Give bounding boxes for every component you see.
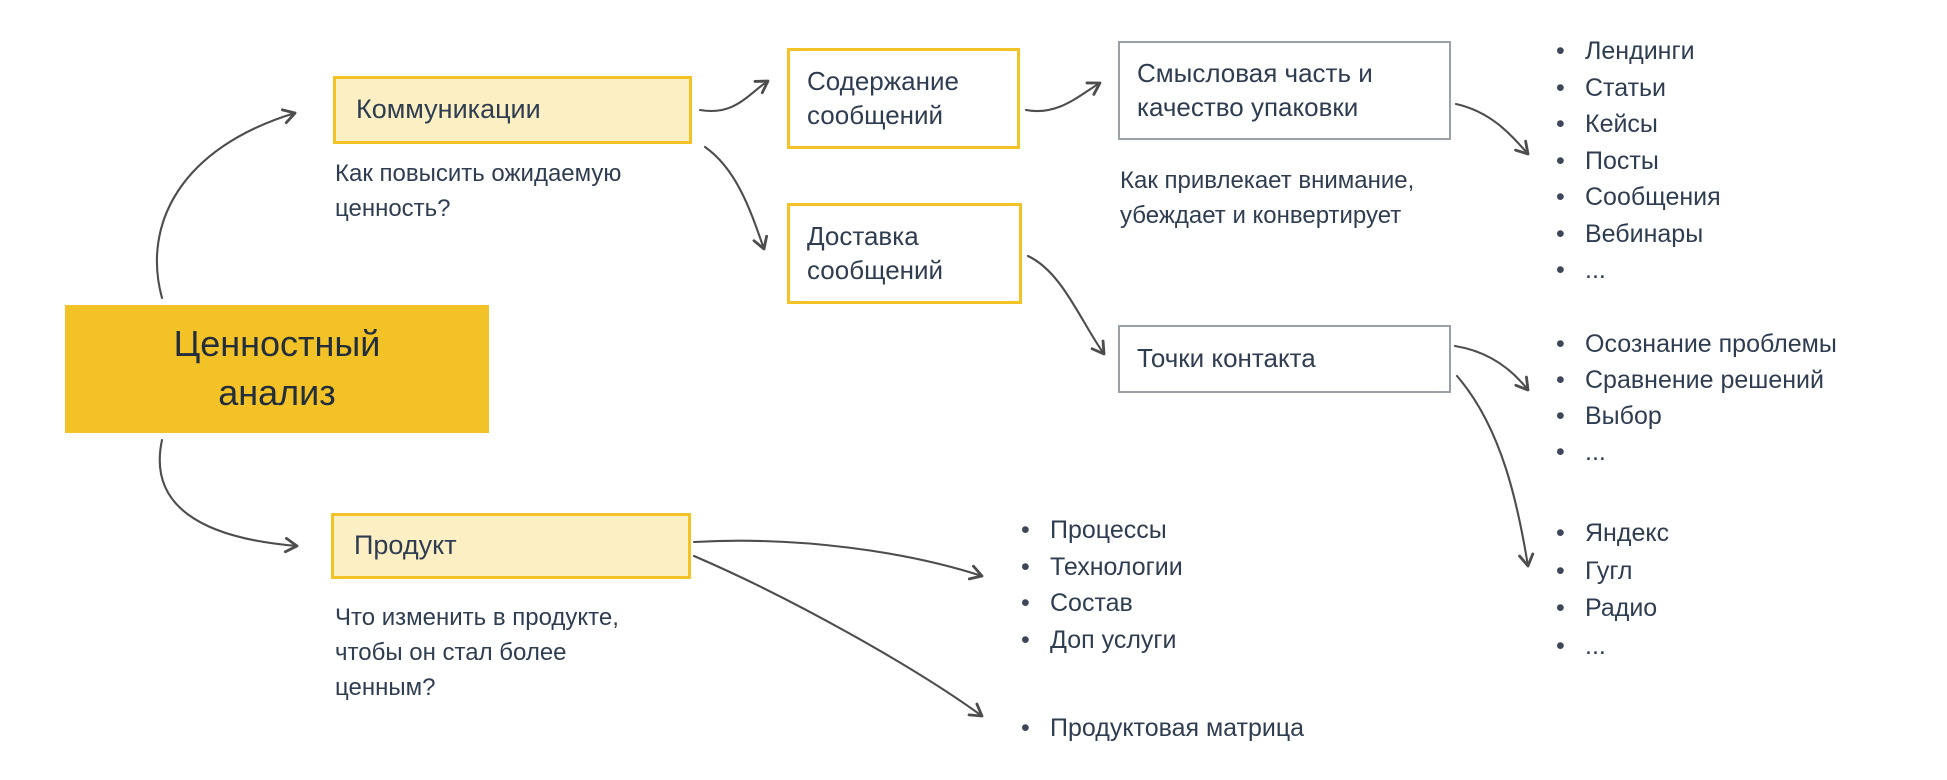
node-label: Доставка сообщений	[807, 220, 944, 285]
arrow-product-to-matrix	[692, 554, 984, 718]
list-item: Яндекс	[1548, 515, 1669, 553]
node-label: Ценностный анализ	[173, 323, 381, 413]
note-meaning-question: Как привлекает внимание, убеждает и конв…	[1120, 167, 1415, 230]
arrow-content-to-meaning	[1024, 81, 1102, 113]
node-communications[interactable]: Коммуникации	[333, 76, 692, 144]
node-meaning-packaging[interactable]: Смысловая часть и качество упаковки	[1118, 41, 1451, 140]
list-item: Статьи	[1548, 70, 1721, 107]
list-funnel-stages: Осознание проблемыСравнение решенийВыбор…	[1548, 326, 1837, 470]
list-item: ...	[1548, 434, 1837, 470]
list-item: Процессы	[1013, 512, 1183, 549]
node-label: Продукт	[354, 530, 457, 561]
list-item: Кейсы	[1548, 106, 1721, 143]
node-value-analysis[interactable]: Ценностный анализ	[65, 305, 489, 433]
list-item: Посты	[1548, 143, 1721, 180]
arrow-communications-to-content	[698, 79, 770, 113]
note-communications-question: Как повысить ожидаемую ценность?	[335, 160, 622, 223]
list-item: Сообщения	[1548, 179, 1721, 216]
node-label: Точки контакта	[1137, 343, 1316, 374]
list-ad-channels: ЯндексГуглРадио...	[1548, 515, 1669, 665]
node-product[interactable]: Продукт	[331, 513, 691, 579]
list-product-matrix: Продуктовая матрица	[1013, 710, 1304, 746]
node-message-content[interactable]: Содержание сообщений	[787, 48, 1020, 149]
node-label: Содержание сообщений	[807, 65, 959, 130]
list-item: Гугл	[1548, 553, 1669, 591]
list-item: Доп услуги	[1013, 622, 1183, 659]
list-item: Технологии	[1013, 549, 1183, 586]
list-item: Сравнение решений	[1548, 362, 1837, 398]
node-label: Коммуникации	[356, 94, 541, 125]
node-message-delivery[interactable]: Доставка сообщений	[787, 203, 1022, 304]
arrow-contact-points-to-stages	[1453, 344, 1530, 392]
list-item: Вебинары	[1548, 216, 1721, 253]
node-label: Смысловая часть и качество упаковки	[1137, 57, 1373, 122]
arrow-delivery-to-contact-points	[1026, 254, 1106, 356]
list-message-formats: ЛендингиСтатьиКейсыПостыСообщенияВебинар…	[1548, 33, 1721, 289]
arrow-communications-to-delivery	[703, 145, 769, 251]
list-item: Выбор	[1548, 398, 1837, 434]
list-item: Осознание проблемы	[1548, 326, 1837, 362]
list-item: Лендинги	[1548, 33, 1721, 70]
node-contact-points[interactable]: Точки контакта	[1118, 325, 1451, 393]
note-product-question: Что изменить в продукте, чтобы он стал б…	[335, 604, 619, 702]
list-item: ...	[1548, 628, 1669, 666]
list-item: Состав	[1013, 585, 1183, 622]
arrow-product-to-aspects	[692, 539, 984, 581]
list-item: ...	[1548, 252, 1721, 289]
arrow-root-to-product	[158, 438, 299, 554]
list-product-aspects: ПроцессыТехнологииСоставДоп услуги	[1013, 512, 1183, 658]
arrow-root-to-communications	[155, 108, 297, 300]
arrow-contact-points-to-channels	[1455, 374, 1535, 568]
list-item: Продуктовая матрица	[1013, 710, 1304, 746]
arrow-meaning-to-formats	[1454, 102, 1530, 156]
list-item: Радио	[1548, 590, 1669, 628]
